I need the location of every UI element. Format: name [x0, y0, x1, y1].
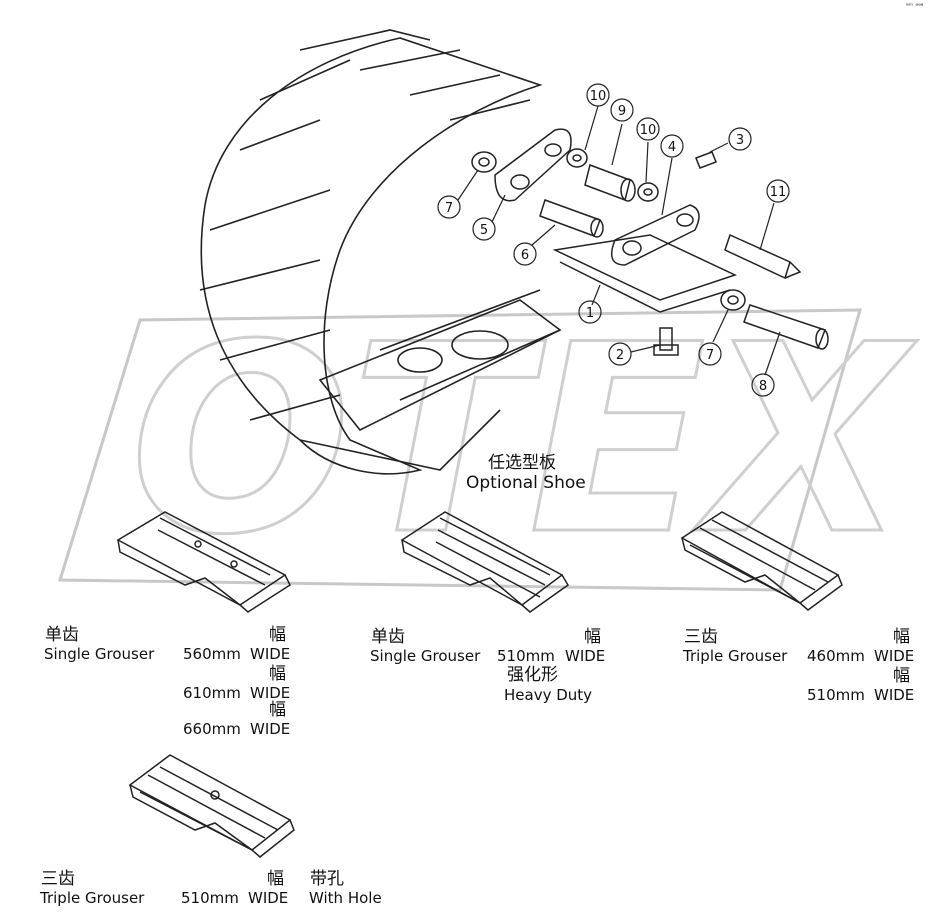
triple-b-size: 510mm [181, 889, 239, 907]
triple-b-note-en: With Hole [309, 889, 382, 907]
triple-a-wide-cn-2: 幅 [893, 666, 910, 686]
single-a-size-1: 560mm [183, 645, 241, 663]
svg-text:OTEX: OTEX [130, 290, 917, 592]
shoe-triple-grouser-b-drawing [128, 754, 295, 858]
single-b-wide-cn: 幅 [584, 627, 601, 647]
triple-a-type-cn: 三齿 [684, 627, 718, 647]
triple-b-type-en: Triple Grouser [40, 889, 145, 907]
shoe-single-grouser-a-drawing [116, 511, 291, 613]
single-a-wide-en-3: WIDE [250, 720, 291, 738]
single-a-size-3: 660mm [183, 720, 241, 738]
single-b-note-en: Heavy Duty [504, 686, 593, 704]
link-part [494, 128, 572, 202]
single-b-type-en: Single Grouser [370, 647, 481, 665]
single-a-wide-cn-2: 幅 [269, 664, 286, 684]
exploded-parts [471, 128, 829, 356]
triple-b-type-cn: 三齿 [41, 869, 75, 889]
callout-1: 1 [586, 306, 594, 321]
triple-a-wide-en-1: WIDE [874, 647, 915, 665]
callout-3: 3 [736, 133, 744, 148]
callout-labels: 10 9 10 4 3 11 7 5 6 1 2 7 8 [437, 83, 790, 397]
triple-a-size-1: 460mm [807, 647, 865, 665]
triple-b-note-cn: 带孔 [310, 869, 344, 889]
single-a-wide-en-2: WIDE [250, 684, 291, 702]
callout-11: 11 [770, 185, 787, 200]
callout-10b: 10 [640, 123, 657, 138]
shoe-triple-grouser-a-drawing [680, 511, 843, 611]
single-a-type-en: Single Grouser [44, 645, 155, 663]
track-chain-assembly [199, 29, 562, 475]
triple-a-wide-cn-1: 幅 [893, 627, 910, 647]
optional-shoe-en: Optional Shoe [466, 473, 586, 493]
single-b-size: 510mm [497, 647, 555, 665]
otex-watermark: OTEX [57, 289, 919, 594]
single-b-wide-en: WIDE [565, 647, 606, 665]
callout-2: 2 [616, 348, 624, 363]
single-a-wide-en-1: WIDE [250, 645, 291, 663]
callout-7a: 7 [445, 201, 453, 216]
single-b-note-cn: 强化形 [507, 665, 558, 685]
single-a-size-2: 610mm [183, 684, 241, 702]
single-a-type-cn: 单齿 [45, 625, 79, 645]
callout-7b: 7 [706, 348, 714, 363]
callout-6: 6 [521, 248, 529, 263]
corner-mark: ᵃᵐ ᵃᵃᵃ [906, 2, 924, 10]
callout-9: 9 [618, 104, 626, 119]
single-b-type-cn: 单齿 [371, 627, 405, 647]
triple-b-wide-cn: 幅 [267, 869, 284, 889]
triple-b-wide-en: WIDE [248, 889, 289, 907]
callout-4: 4 [668, 140, 676, 155]
single-a-wide-cn-3: 幅 [269, 700, 286, 720]
triple-a-type-en: Triple Grouser [683, 647, 788, 665]
callout-5: 5 [480, 223, 488, 238]
shoe-single-grouser-b-drawing [400, 511, 570, 613]
callout-8: 8 [759, 379, 767, 394]
optional-shoe-cn: 任选型板 [488, 453, 556, 473]
callout-10a: 10 [590, 89, 607, 104]
single-a-wide-cn-1: 幅 [269, 625, 286, 645]
triple-a-wide-en-2: WIDE [874, 686, 915, 704]
triple-a-size-2: 510mm [807, 686, 865, 704]
